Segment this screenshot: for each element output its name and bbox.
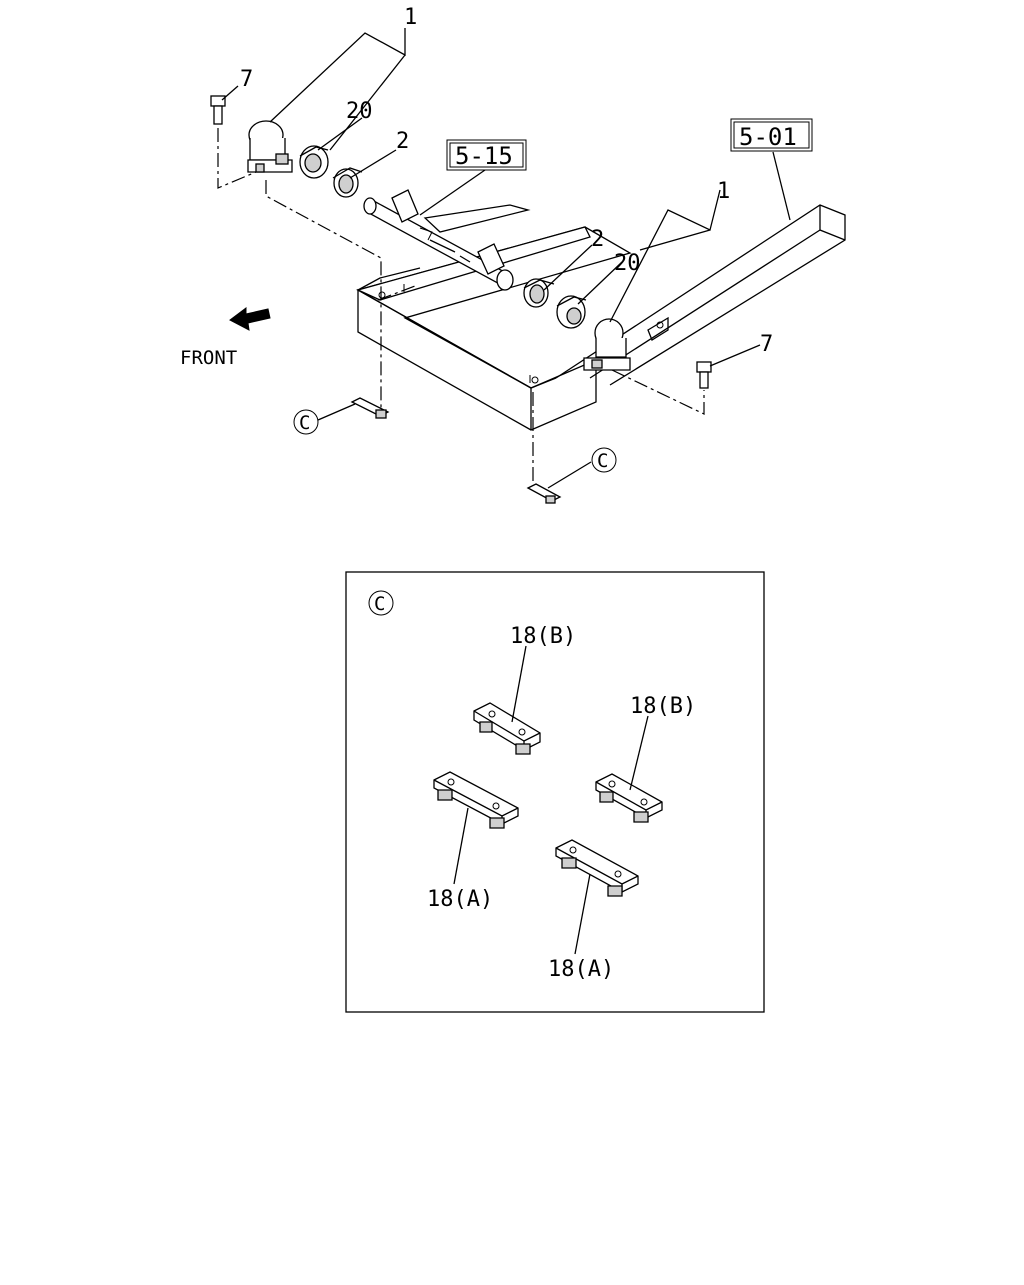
label-18b-right: 18(B) xyxy=(630,694,696,719)
collar-2-left xyxy=(332,167,363,198)
plate-18b-right xyxy=(595,773,663,823)
plate-18a-left xyxy=(433,771,519,829)
side-rail xyxy=(555,204,846,386)
bracket-left xyxy=(247,120,293,173)
detail-c-marker: C xyxy=(374,593,385,615)
label-18a-left: 18(A) xyxy=(427,887,493,912)
detail-leader-lines xyxy=(453,645,649,955)
collar-2-right xyxy=(523,278,555,308)
bracket-right xyxy=(583,318,631,371)
marker-c-left: C xyxy=(293,409,319,435)
callout-7-left: 7 xyxy=(240,67,253,92)
strap-c-left xyxy=(350,397,390,419)
detail-c-panel: C xyxy=(345,571,765,1013)
label-18a-right: 18(A) xyxy=(548,957,614,982)
bolt-7-left xyxy=(210,95,226,125)
label-18b-left: 18(B) xyxy=(510,624,576,649)
ref-box-5-15: 5-15 xyxy=(446,139,527,171)
ref-5-15-label: 5-15 xyxy=(455,142,513,170)
callout-20-right: 20 xyxy=(614,251,641,276)
bushing-20-left xyxy=(299,145,329,179)
marker-c-right-label: C xyxy=(597,450,608,472)
callout-1-top: 1 xyxy=(404,5,417,30)
plate-18b-left xyxy=(473,702,541,755)
front-arrow-icon xyxy=(229,307,271,331)
ref-5-01-label: 5-01 xyxy=(739,123,797,151)
leader-lines xyxy=(221,28,791,489)
ref-box-5-01: 5-01 xyxy=(730,118,813,152)
marker-c-left-label: C xyxy=(299,412,310,434)
callout-20-left: 20 xyxy=(346,99,373,124)
callout-1-right: 1 xyxy=(717,179,730,204)
callout-2-right: 2 xyxy=(591,227,604,252)
callout-2-left: 2 xyxy=(396,129,409,154)
stabilizer-bar xyxy=(363,189,531,291)
callout-7-right: 7 xyxy=(760,332,773,357)
marker-c-right: C xyxy=(591,447,617,473)
front-label: FRONT xyxy=(180,347,237,369)
bolt-7-right xyxy=(696,361,712,389)
strap-c-right xyxy=(526,483,562,504)
plate-18a-right xyxy=(555,839,639,897)
